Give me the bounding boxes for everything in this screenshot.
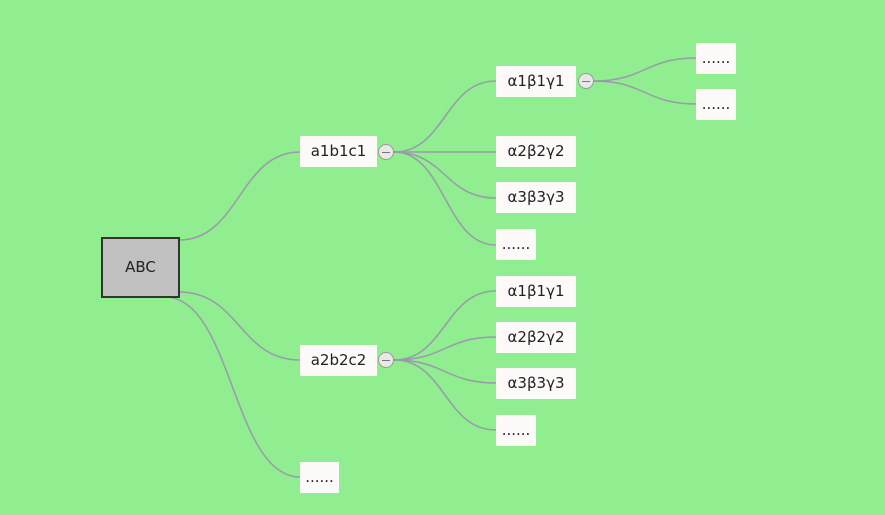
minus-circle-icon[interactable] xyxy=(378,352,394,368)
node-g1-child-2[interactable]: ...... xyxy=(696,89,736,120)
connector-edge xyxy=(164,296,301,478)
node-a2-child-2[interactable]: α2β2γ2 xyxy=(496,322,576,353)
connector-edge xyxy=(393,336,497,361)
node-a1-child-4[interactable]: ...... xyxy=(496,229,536,260)
connector-edge xyxy=(393,359,497,431)
node-a2-child-1[interactable]: α1β1γ1 xyxy=(496,276,576,307)
connector-edge xyxy=(393,80,497,153)
node-a1b1c1[interactable]: a1b1c1 xyxy=(300,136,377,167)
node-g1-child-1[interactable]: ...... xyxy=(696,43,736,74)
node-a2-child-3[interactable]: α3β3γ3 xyxy=(496,368,576,399)
connector-edge xyxy=(393,151,497,246)
node-a1-child-2[interactable]: α2β2γ2 xyxy=(496,136,576,167)
node-a2b2c2[interactable]: a2b2c2 xyxy=(300,345,377,376)
connector-edge xyxy=(393,290,497,361)
node-a1-child-3[interactable]: α3β3γ3 xyxy=(496,182,576,213)
connector-edge xyxy=(178,151,301,241)
minus-circle-icon[interactable] xyxy=(578,73,594,89)
node-ellipsis[interactable]: ...... xyxy=(300,462,339,493)
connector-edge xyxy=(393,359,497,384)
connector-edge xyxy=(393,151,497,199)
node-a1-child-1[interactable]: α1β1γ1 xyxy=(496,66,576,97)
minus-circle-icon[interactable] xyxy=(378,144,394,160)
root-node[interactable]: ABC xyxy=(101,237,180,298)
connector-edge xyxy=(178,291,301,361)
connector-edge xyxy=(593,57,697,82)
node-a2-child-4[interactable]: ...... xyxy=(496,415,536,446)
connector-edge xyxy=(593,80,697,105)
